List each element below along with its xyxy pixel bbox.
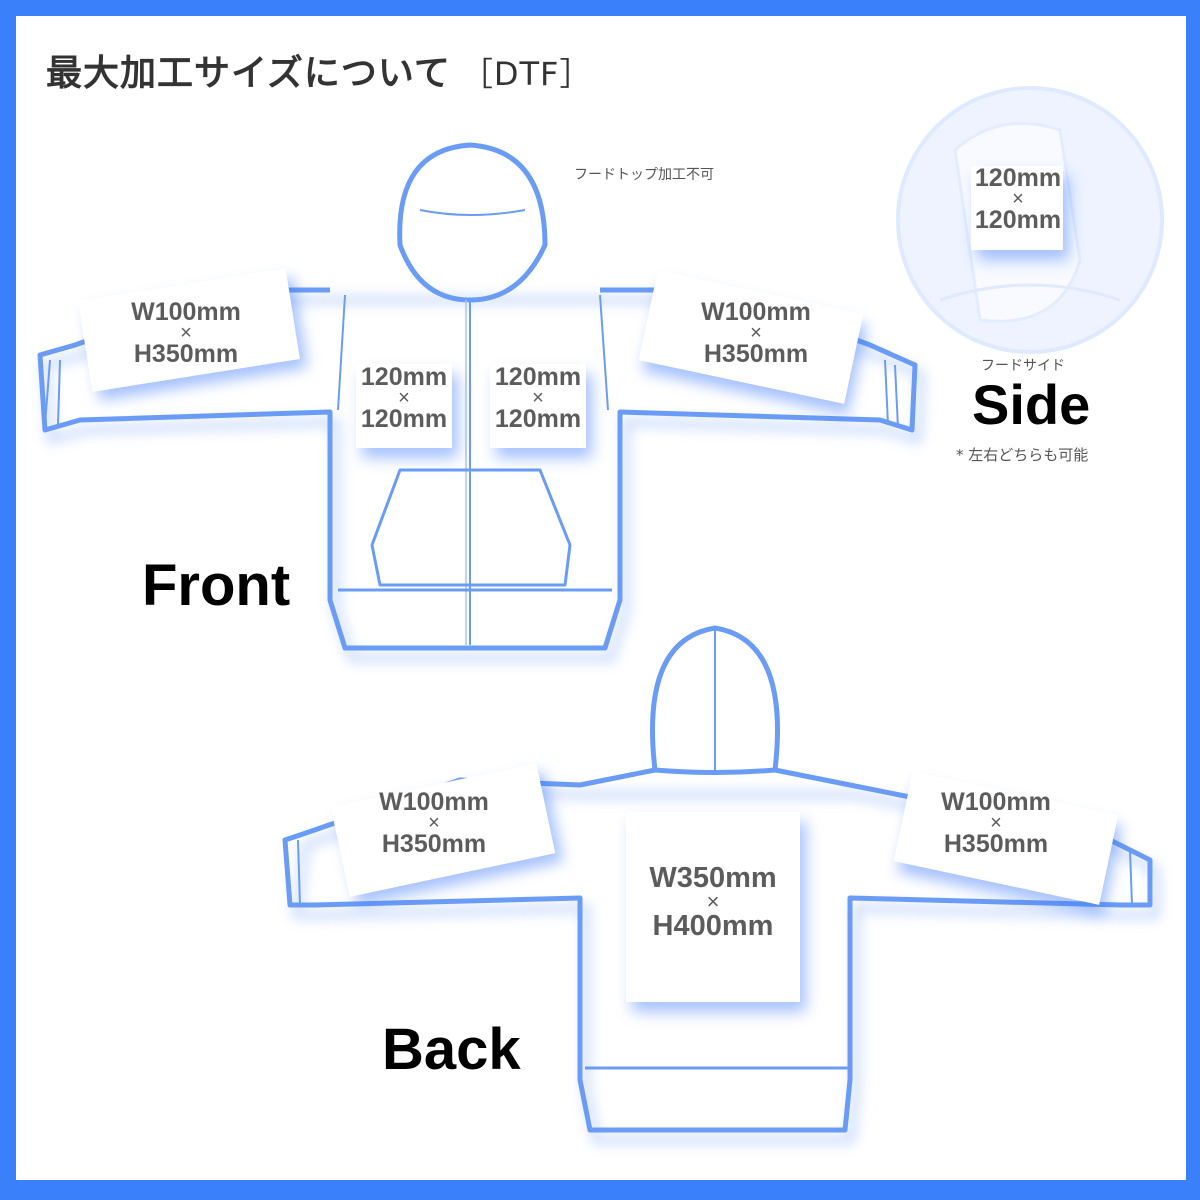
back-left-sleeve-size: W100mm×H350mm bbox=[379, 788, 489, 858]
hood-top-note: フードトップ加工不可 bbox=[574, 167, 714, 183]
back-body-area bbox=[626, 812, 800, 1002]
front-left-chest-area bbox=[356, 364, 452, 448]
front-left-sleeve-size: W100mm×H350mm bbox=[131, 298, 241, 368]
side-label: Side bbox=[972, 373, 1091, 436]
title-text: 最大加工サイズについて bbox=[46, 53, 451, 94]
back-label: Back bbox=[382, 1017, 521, 1082]
front-right-sleeve-size: W100mm×H350mm bbox=[701, 298, 811, 368]
title-tag: ［DTF］ bbox=[460, 55, 593, 93]
back-right-sleeve-size: W100mm×H350mm bbox=[941, 788, 1051, 858]
side-caption: フードサイド bbox=[981, 358, 1065, 374]
front-right-chest-area bbox=[490, 364, 586, 448]
side-hood-area bbox=[971, 166, 1063, 250]
side-hood-size: 120mm×120mm bbox=[974, 164, 1062, 234]
front-left-chest-size: 120mm×120mm bbox=[360, 363, 448, 433]
front-hoodie-illustration bbox=[37, 142, 926, 663]
front-label: Front bbox=[142, 553, 291, 618]
back-hoodie-illustration bbox=[282, 625, 1161, 1145]
front-right-chest-size: 120mm×120mm bbox=[494, 363, 582, 433]
back-body-size: W350mm×H400mm bbox=[649, 862, 777, 942]
side-note: * 左右どちらも可能 bbox=[956, 446, 1089, 464]
page-title: 最大加工サイズについて［DTF］ bbox=[46, 44, 592, 96]
